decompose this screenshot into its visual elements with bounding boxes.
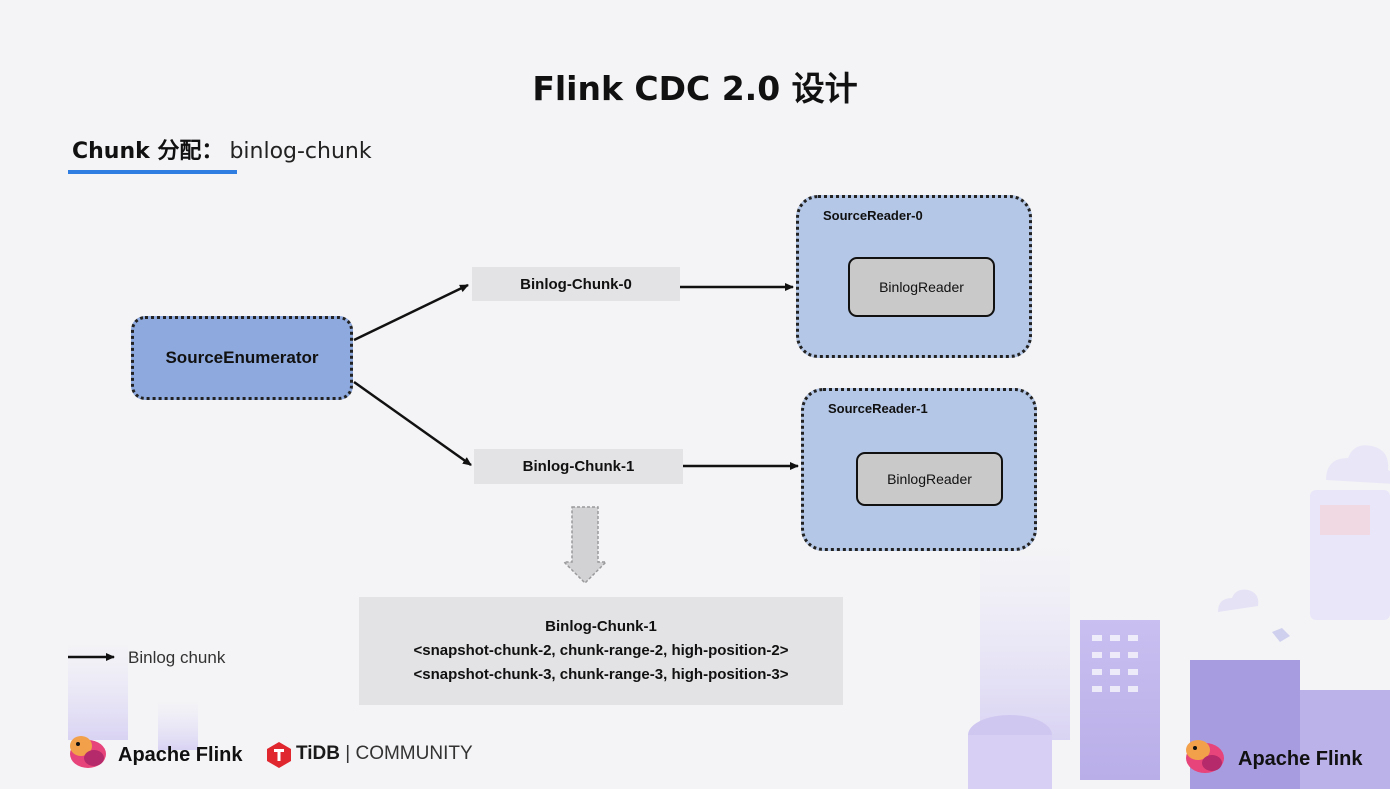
- section-subtitle: Chunk 分配：binlog-chunk: [72, 133, 372, 165]
- tidb-logo-icon: [267, 742, 291, 768]
- footer-brand-right: Apache Flink: [1238, 748, 1363, 770]
- source-reader-1-node: SourceReader-1 BinlogReader: [801, 388, 1037, 551]
- footer-brand-left: Apache Flink: [118, 744, 243, 766]
- source-reader-0-label: SourceReader-0: [823, 208, 923, 223]
- tidb-name: TiDB: [296, 743, 340, 764]
- subtitle-bold: Chunk 分配：: [72, 139, 224, 164]
- source-reader-1-label: SourceReader-1: [828, 401, 928, 416]
- detail-line-1: <snapshot-chunk-2, chunk-range-2, high-p…: [413, 642, 789, 659]
- arrow-enumerator-to-chunk-0: [353, 283, 469, 342]
- source-enumerator-node: SourceEnumerator: [131, 316, 353, 400]
- subtitle-underline: [68, 170, 237, 174]
- tidb-rest: | COMMUNITY: [339, 743, 473, 764]
- binlog-reader-1-node: BinlogReader: [856, 452, 1003, 506]
- subtitle-rest: binlog-chunk: [229, 139, 372, 164]
- flink-squirrel-logo-right: [1186, 740, 1224, 773]
- legend-label: Binlog chunk: [128, 648, 226, 667]
- binlog-chunk-0-node: Binlog-Chunk-0: [472, 267, 680, 301]
- expand-down-arrow: [562, 506, 608, 585]
- page-title: Flink CDC 2.0 设计: [532, 69, 858, 108]
- detail-heading: Binlog-Chunk-1: [545, 618, 657, 635]
- tidb-community-label: TiDB | COMMUNITY: [296, 743, 473, 765]
- arrow-enumerator-to-chunk-1: [353, 380, 472, 467]
- source-reader-0-node: SourceReader-0 BinlogReader: [796, 195, 1032, 358]
- binlog-reader-0-node: BinlogReader: [848, 257, 995, 317]
- flink-squirrel-logo-left: [70, 736, 106, 768]
- binlog-chunk-1-detail: Binlog-Chunk-1 <snapshot-chunk-2, chunk-…: [359, 597, 843, 705]
- binlog-chunk-1-node: Binlog-Chunk-1: [474, 449, 683, 484]
- detail-line-2: <snapshot-chunk-3, chunk-range-3, high-p…: [413, 666, 789, 683]
